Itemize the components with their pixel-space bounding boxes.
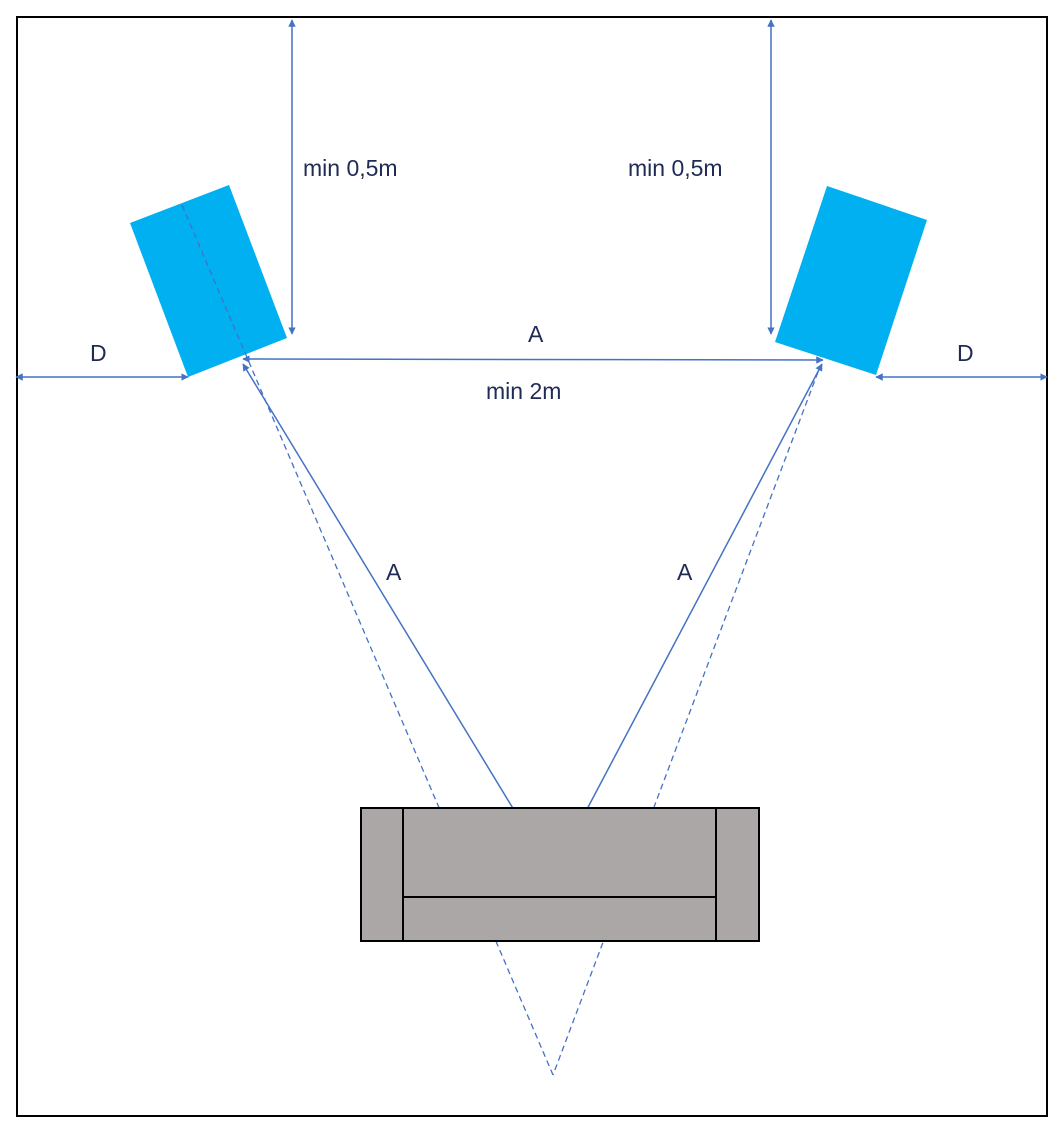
left-speaker	[130, 185, 287, 377]
speaker-distance-arrow	[242, 355, 824, 364]
label-speaker-distance: A	[528, 321, 544, 347]
label-left-side: D	[90, 340, 107, 366]
left-listener-distance-arrow	[242, 363, 549, 867]
right-listener-distance-arrow	[556, 363, 823, 867]
room-border	[16, 16, 1048, 1117]
right-speaker-axis-dashed	[552, 371, 819, 1076]
label-left-listener-distance: A	[386, 559, 402, 585]
left-speaker-axis-dashed	[181, 204, 554, 1076]
label-speaker-distance-min: min 2m	[486, 378, 561, 404]
label-left-clearance: min 0,5m	[303, 155, 398, 181]
couch	[360, 807, 760, 942]
label-right-clearance: min 0,5m	[628, 155, 723, 181]
label-right-side: D	[957, 340, 974, 366]
label-right-listener-distance: A	[677, 559, 693, 585]
right-speaker	[775, 186, 927, 375]
